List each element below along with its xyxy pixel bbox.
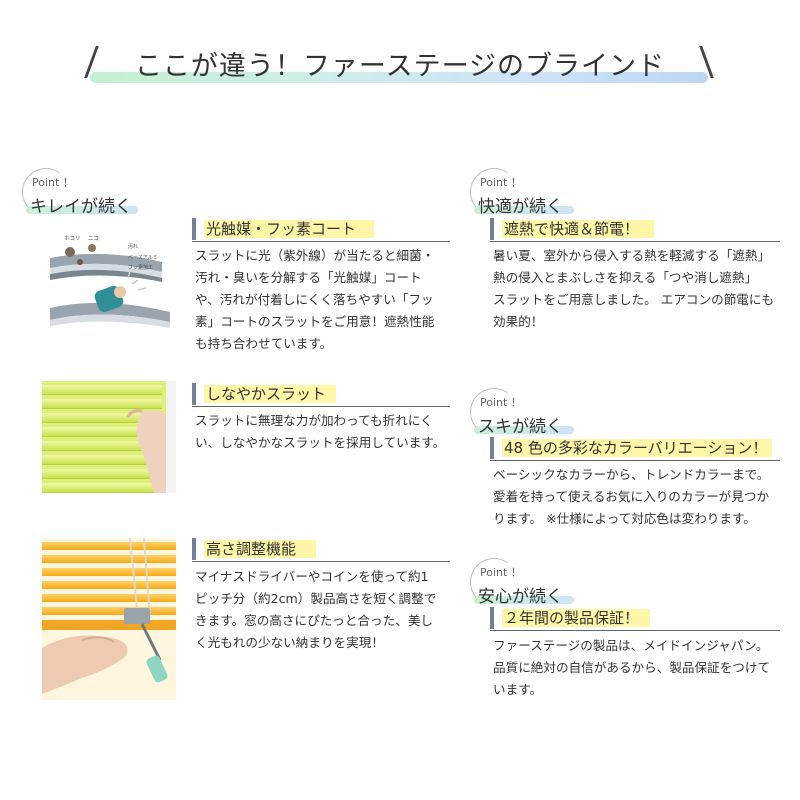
- label-dust: ホコリ: [64, 235, 81, 242]
- color-variation-description: ベーシックなカラーから、トレンドカラーまで。 愛着を持って使えるお気に入りのカラ…: [493, 467, 770, 526]
- height-adjust-description: マイナスドライバーやコインを使って約1 ピッチ分（約2cm）製品高さを短く調整で…: [195, 569, 437, 650]
- label-niko: ニコ: [88, 235, 99, 242]
- point-text: 快適が続く: [478, 197, 563, 217]
- point-badge-comfort: Point ！ 快適が続く: [466, 164, 600, 220]
- divider: [192, 241, 450, 242]
- point-label: Point ！: [480, 566, 522, 579]
- point-badge-like: Point ！ スキが続く: [466, 384, 600, 440]
- flexible-slat-description: スラットに無理な力が加わっても折れにく い、しなやかなスラットを採用しています。: [195, 413, 446, 450]
- hand-icon: [126, 381, 176, 493]
- point-text: 安心が続く: [478, 587, 563, 607]
- photocatalyst-description: スラットに光（紫外線）が当たると細菌・ 汚れ・臭いを分解する「光触媒」コート や…: [195, 248, 435, 351]
- point-text: キレイが続く: [30, 197, 132, 217]
- point-badge-clean: Point ！ キレイが続く: [18, 164, 152, 220]
- flexible-slat-photo: [42, 381, 176, 493]
- label-fluorine: フッ素加工: [128, 264, 153, 271]
- height-adjust-photo: [42, 538, 176, 700]
- divider: [192, 406, 450, 407]
- warranty-description: ファーステージの製品は、メイドインジャパン。 品質に絶対の自信があるから、製品保…: [493, 638, 771, 697]
- divider: [490, 630, 780, 631]
- point-label: Point ！: [480, 396, 522, 409]
- point-label: Point ！: [32, 176, 74, 189]
- label-dirt: 汚れ: [128, 243, 138, 250]
- title-underline: [90, 72, 708, 83]
- page-title-block: ここが違う！ファーステージのブラインド: [60, 40, 740, 90]
- point-badge-assurance: Point ！ 安心が続く: [466, 554, 600, 610]
- heading-photocatalyst: 光触媒・フッ素コート: [192, 218, 452, 240]
- divider: [192, 561, 450, 562]
- heading-heat-shield: 遮熱で快適＆節電！: [490, 218, 780, 240]
- slat-diagram: ホコリ ニコ 汚れ ベースアルミ フッ素加工: [50, 235, 170, 328]
- heading-flexible-slat: しなやかスラット: [192, 383, 452, 405]
- label-base-aluminum: ベースアルミ: [128, 255, 158, 261]
- screwdriver-hand-icon: [42, 538, 176, 694]
- point-label: Point ！: [480, 176, 522, 189]
- divider: [490, 460, 780, 461]
- heading-color-variation: 48 色の多彩なカラーバリエーション！: [490, 437, 785, 459]
- point-text: スキが続く: [478, 417, 563, 437]
- page-title: ここが違う！ファーステージのブラインド: [134, 51, 666, 82]
- heading-height-adjust: 高さ調整機能: [192, 538, 452, 560]
- heading-warranty: ２年間の製品保証！: [490, 607, 780, 629]
- divider: [490, 241, 780, 242]
- heat-shield-description: 暑い夏、室外から侵入する熱を軽減する「遮熱」 熱の侵入とまぶしさを抑える「つや消…: [493, 248, 775, 329]
- photocatalyst-illustration: ホコリ ニコ 汚れ ベースアルミ フッ素加工: [42, 228, 182, 338]
